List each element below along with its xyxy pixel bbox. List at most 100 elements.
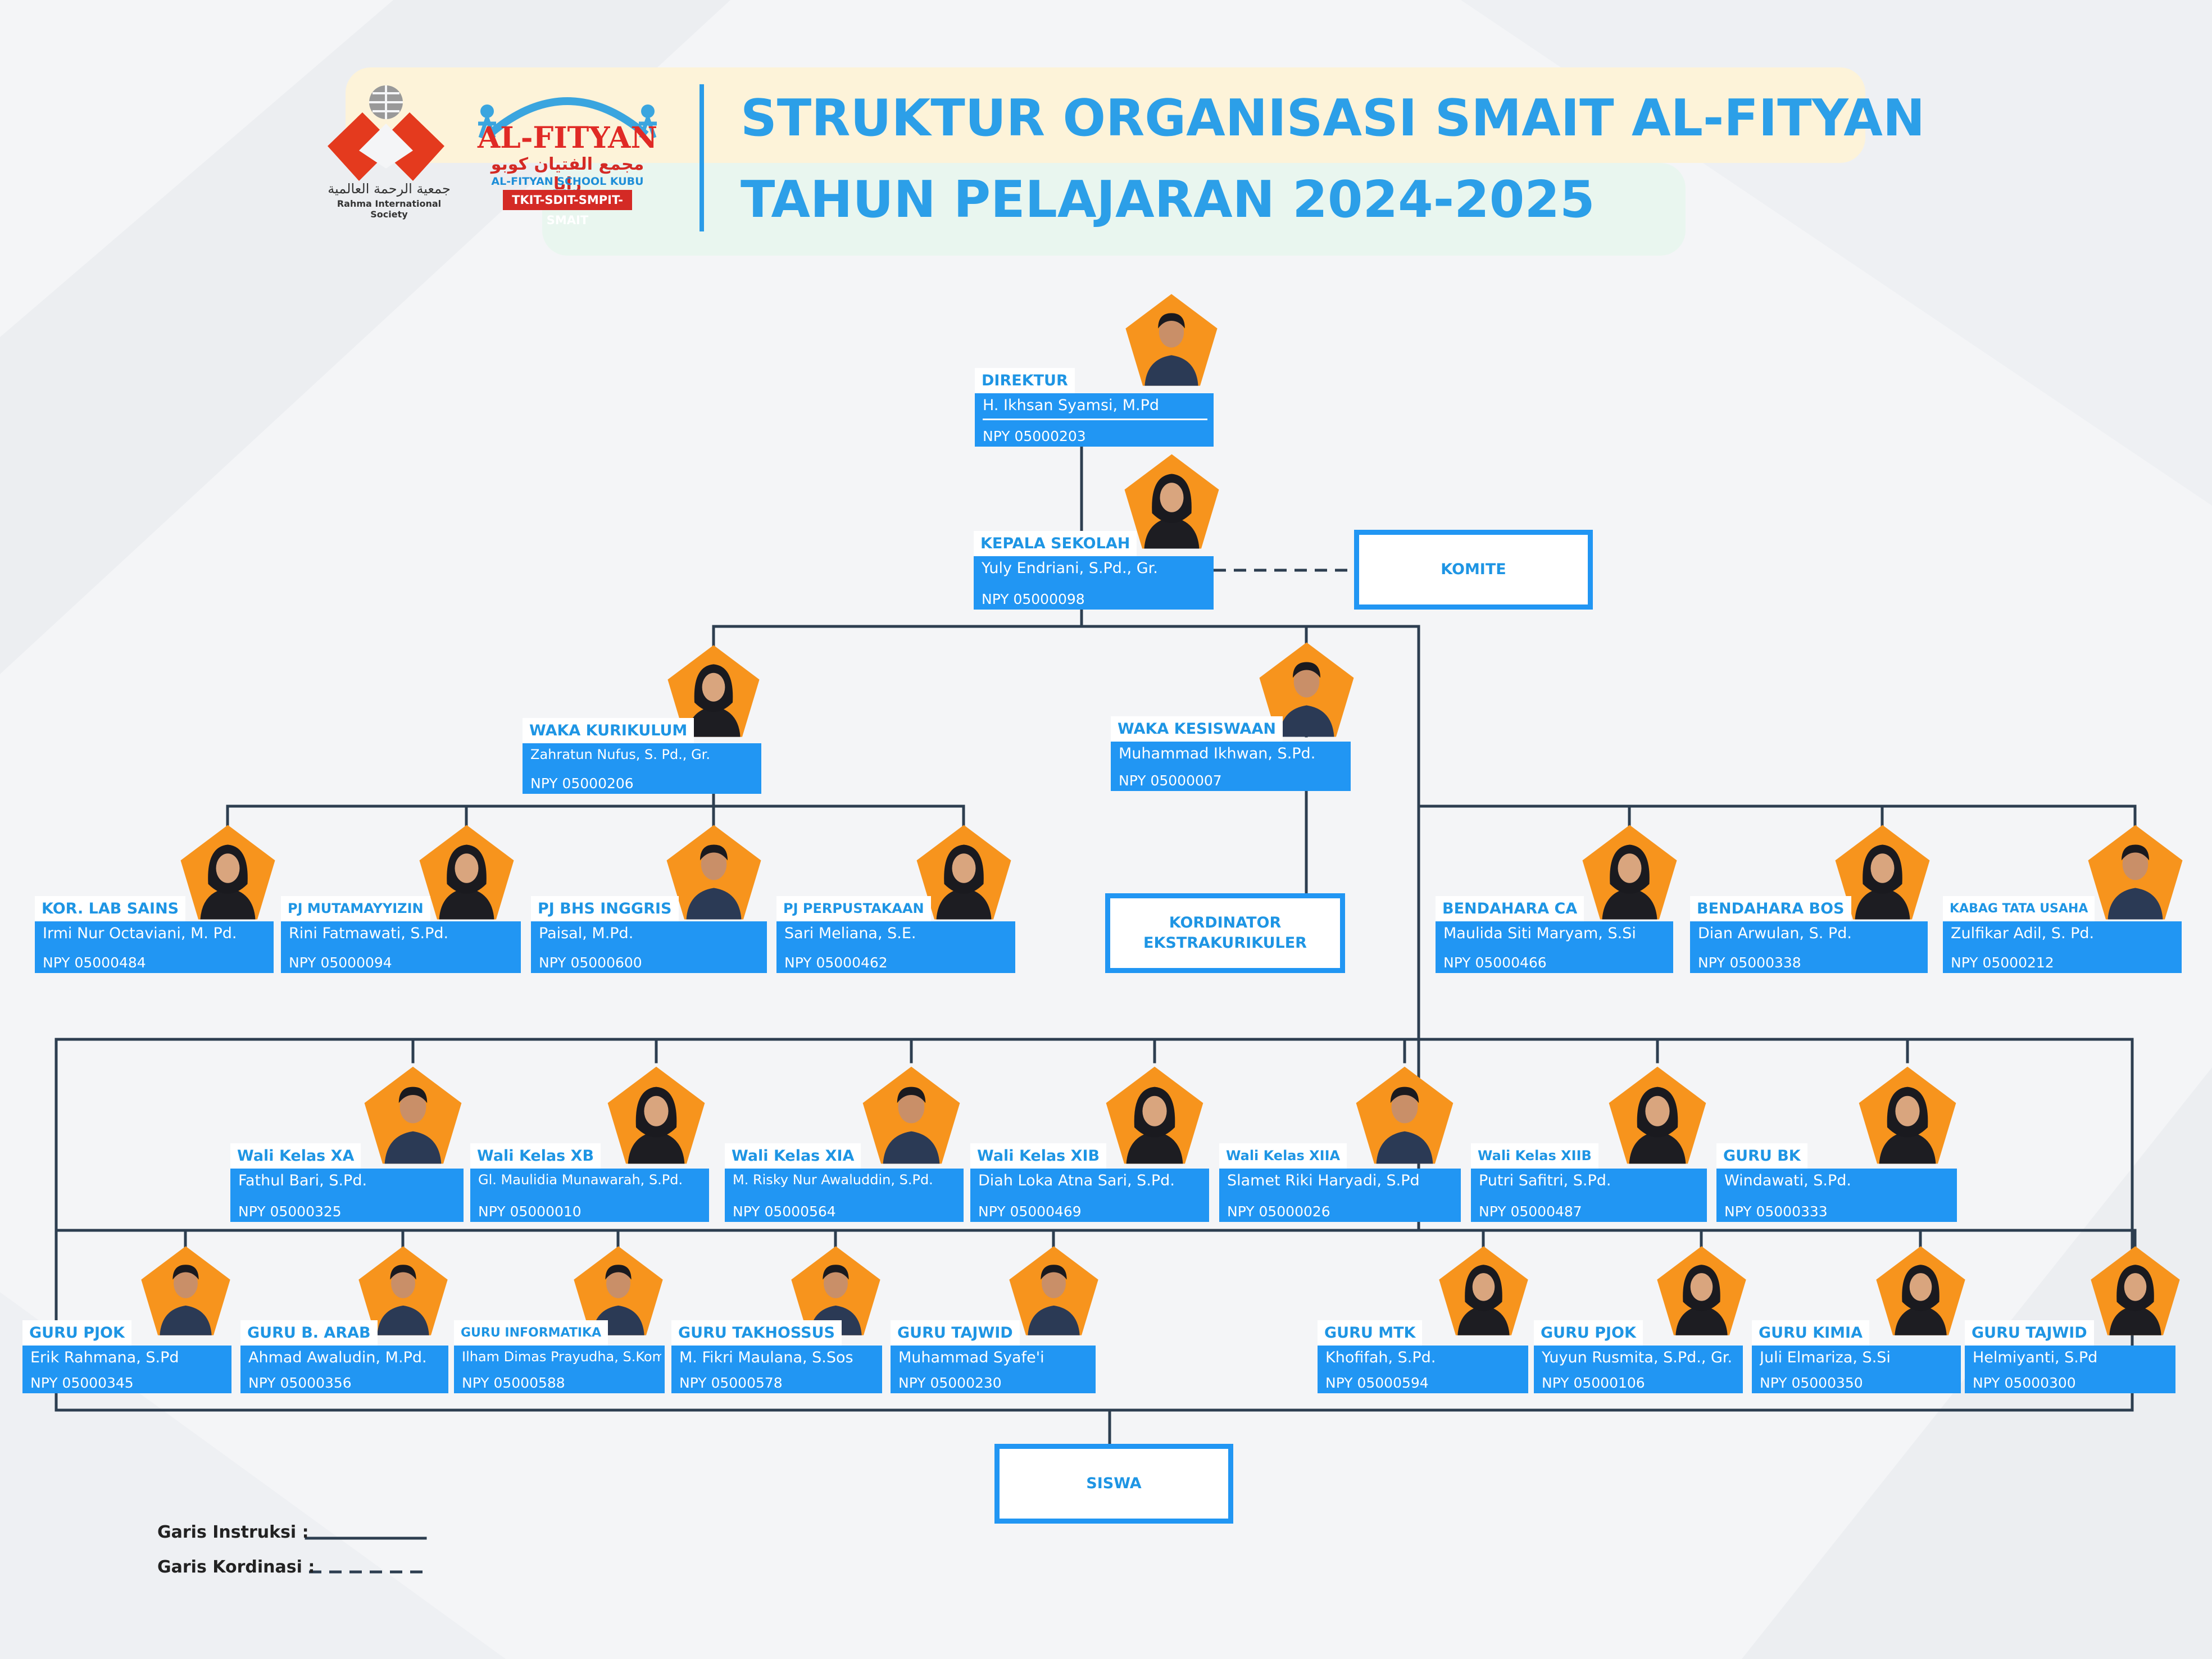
legend-kordinasi: Garis Kordinasi : <box>157 1557 315 1577</box>
staff-npy: NPY 05000356 <box>248 1375 352 1391</box>
role-title: WAKA KURIKULUM <box>523 718 694 743</box>
face-shape <box>606 1268 630 1298</box>
staff-name: Helmiyanti, S.Pd <box>1973 1349 2098 1366</box>
face-shape <box>952 853 975 883</box>
role-title: BENDAHARA CA <box>1436 896 1584 921</box>
staff-name: Diah Loka Atna Sari, S.Pd. <box>978 1172 1175 1189</box>
staff-name: Sari Meliana, S.E. <box>784 925 916 942</box>
staff-info: Gl. Maulidia Munawarah, S.Pd.NPY 0500001… <box>470 1169 709 1222</box>
staff-photo-pj-mutamayyizin-5 <box>419 825 514 920</box>
role-title: GURU PJOK <box>22 1320 131 1346</box>
person-body <box>687 706 741 737</box>
hair-shape <box>2121 844 2149 861</box>
staff-npy: NPY 05000484 <box>43 955 146 971</box>
staff-name: Irmi Nur Octaviani, M. Pd. <box>43 925 237 942</box>
face-shape <box>455 853 478 883</box>
kordinator-ekstrakurikuler-box: KORDINATOR EKSTRAKURIKULER <box>1105 893 1345 973</box>
staff-npy: NPY 05000469 <box>978 1203 1082 1220</box>
person-body <box>1855 888 1910 920</box>
role-title: GURU TAJWID <box>1965 1320 2094 1346</box>
staff-npy: NPY 05000333 <box>1724 1203 1828 1220</box>
staff-name: Windawati, S.Pd. <box>1724 1172 1852 1189</box>
role-title: PJ BHS INGGRIS <box>531 896 679 921</box>
face-shape <box>898 1090 925 1124</box>
staff-npy: NPY 05000578 <box>679 1375 783 1391</box>
line-finance-drops <box>1628 804 2137 828</box>
staff-npy: NPY 05000325 <box>238 1203 342 1220</box>
person-body <box>628 1131 685 1164</box>
staff-info: Khofifah, S.Pd.NPY 05000594 <box>1318 1346 1528 1393</box>
role-title: GURU INFORMATIKA <box>454 1320 608 1346</box>
staff-photo-bendahara-bos-9 <box>1835 825 1929 920</box>
staff-name: Paisal, M.Pd. <box>539 925 634 942</box>
line-wali-drops <box>411 1038 1909 1063</box>
role-title: Wali Kelas XIIB <box>1471 1143 1598 1169</box>
staff-info: Rini Fatmawati, S.Pd.NPY 05000094 <box>281 921 521 973</box>
line-kurikulum-drops <box>226 804 965 828</box>
person-body <box>376 1305 429 1335</box>
staff-photo-waka-kesiswaan-3 <box>1259 642 1353 737</box>
staff-photo-wali-kelas-xiib-16 <box>1609 1066 1706 1164</box>
staff-info: Fathul Bari, S.Pd.NPY 05000325 <box>230 1169 464 1222</box>
role-title: Wali Kelas XIIA <box>1219 1143 1347 1169</box>
staff-photo-wali-kelas-xib-14 <box>1106 1066 1203 1164</box>
staff-photo-wali-kelas-xiia-15 <box>1356 1066 1454 1164</box>
staff-name: M. Fikri Maulana, S.Sos <box>679 1349 853 1366</box>
header-separator <box>700 84 704 231</box>
face-shape <box>644 1096 669 1126</box>
staff-photo-kabag-tata-usaha-10 <box>2088 825 2182 920</box>
staff-photo-guru-pjok-18 <box>140 1246 230 1335</box>
role-title: Wali Kelas XA <box>230 1143 361 1169</box>
role-title: BENDAHARA BOS <box>1690 896 1851 921</box>
staff-photo-guru-takhossus-21 <box>791 1246 880 1335</box>
header-band-bottom <box>542 163 1686 256</box>
hair-shape <box>897 1087 926 1103</box>
face-shape <box>1909 1273 1932 1301</box>
staff-photo-guru-mtk-23 <box>1438 1246 1528 1335</box>
rahma-logo: جمعية الرحمة العالمية Rahma Internationa… <box>323 84 455 220</box>
person-body <box>1144 517 1199 549</box>
hair-shape <box>389 1265 416 1280</box>
page-subtitle: TAHUN PELAJARAN 2024-2025 <box>741 170 1595 229</box>
staff-npy: NPY 05000338 <box>1698 955 1801 971</box>
al-fityan-logo: AL-FITYAN مجمع الفتيان كوبو رايا AL-FITY… <box>475 79 660 227</box>
face-shape <box>173 1268 198 1298</box>
person-body <box>1894 1305 1947 1335</box>
staff-info: Dian Arwulan, S. Pd.NPY 05000338 <box>1690 921 1928 973</box>
staff-npy: NPY 05000026 <box>1227 1203 1330 1220</box>
staff-info: Zulfikar Adil, S. Pd.NPY 05000212 <box>1943 921 2182 973</box>
staff-npy: NPY 05000487 <box>1479 1203 1582 1220</box>
staff-photo-guru-pjok-24 <box>1656 1246 1746 1335</box>
face-shape <box>1645 1096 1670 1126</box>
staff-npy: NPY 05000212 <box>1951 955 2054 971</box>
staff-photo-guru-tajwid-22 <box>1009 1246 1098 1335</box>
person-body <box>159 1305 212 1335</box>
face-shape <box>702 672 725 702</box>
staff-name: Yuyun Rusmita, S.Pd., Gr. <box>1542 1349 1733 1366</box>
name-underline <box>983 419 1207 420</box>
person-body <box>1376 1131 1433 1164</box>
staff-npy: NPY 05000203 <box>983 428 1086 444</box>
staff-npy: NPY 05000564 <box>733 1203 836 1220</box>
hair-shape <box>700 844 728 861</box>
staff-npy: NPY 05000462 <box>784 955 888 971</box>
face-shape <box>1293 666 1319 698</box>
staff-name: H. Ikhsan Syamsi, M.Pd <box>983 397 1160 414</box>
